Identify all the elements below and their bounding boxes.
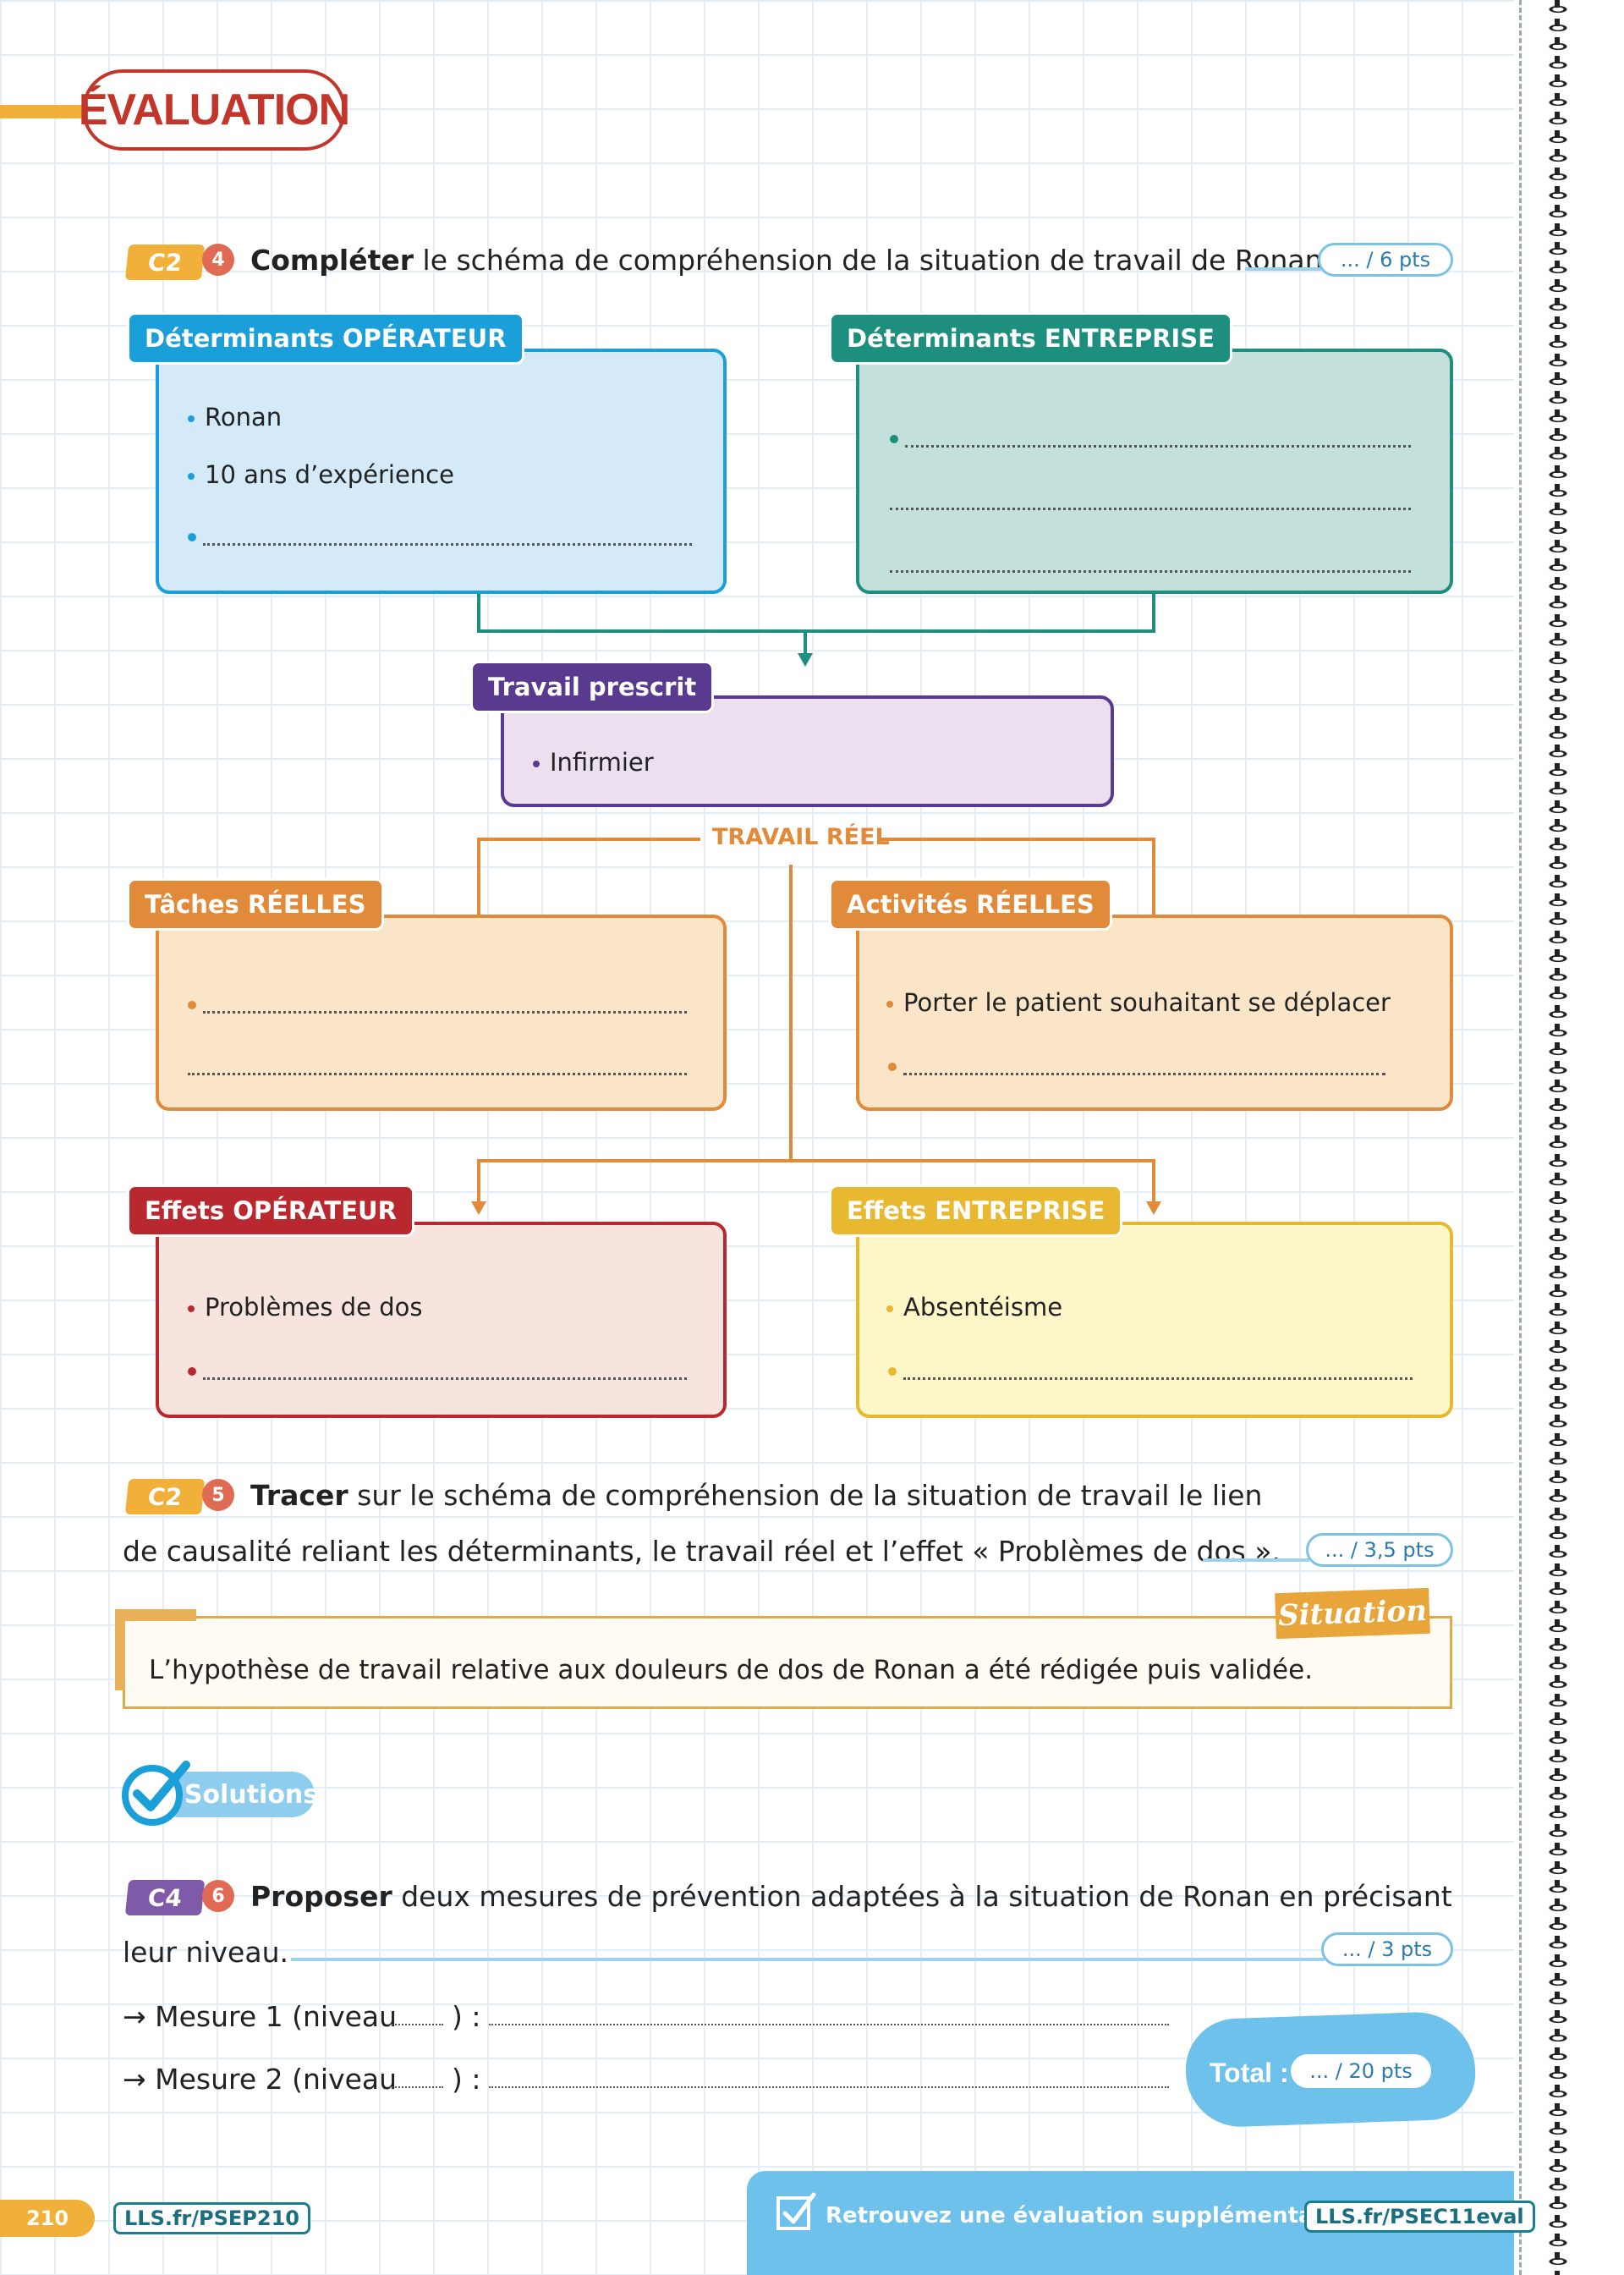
- situation-tag: Situation: [1275, 1587, 1430, 1640]
- skill-badge-q5: C2: [124, 1479, 206, 1514]
- mesure-2-colon: ) :: [452, 2063, 481, 2096]
- det-operateur-item: 10 ans d’expérience: [188, 460, 454, 489]
- total-label: Total :: [1210, 2058, 1289, 2088]
- connector: [1152, 838, 1155, 915]
- points-field-q4[interactable]: ... / 6 pts: [1318, 243, 1453, 277]
- mesure-2-field[interactable]: [489, 2086, 1169, 2088]
- skill-badge-q4: C2: [124, 245, 206, 280]
- situation-text: L’hypothèse de travail relative aux doul…: [149, 1655, 1314, 1685]
- det-entreprise-label: Déterminants ENTREPRISE: [829, 312, 1232, 365]
- points-field-q5[interactable]: ... / 3,5 pts: [1306, 1533, 1453, 1567]
- taches-reelles-label: Tâches RÉELLES: [127, 878, 384, 931]
- det-operateur-item: Ronan: [188, 403, 282, 431]
- answer-line[interactable]: [890, 508, 1411, 510]
- mesure-1-field[interactable]: [489, 2024, 1169, 2025]
- answer-line[interactable]: [905, 445, 1411, 448]
- connector: [477, 838, 700, 841]
- mesure-2-level-field[interactable]: [389, 2086, 443, 2088]
- points-leader-q4: [1245, 267, 1321, 271]
- answer-line[interactable]: [203, 1011, 687, 1014]
- activites-reelles-item: Porter le patient souhaitant se déplacer: [886, 988, 1391, 1017]
- det-entreprise-box: [856, 349, 1453, 594]
- connector: [789, 865, 793, 1161]
- answer-line[interactable]: [188, 1073, 687, 1075]
- effets-entreprise-item: Absentéisme: [886, 1293, 1062, 1322]
- answer-line[interactable]: [203, 1377, 687, 1380]
- lls-link[interactable]: LLS.fr/PSEP210: [113, 2202, 310, 2234]
- effets-operateur-box: [156, 1222, 727, 1418]
- points-field-q6[interactable]: ... / 3 pts: [1321, 1932, 1453, 1966]
- mesure-1-colon: ) :: [452, 2000, 481, 2033]
- connector: [477, 629, 1155, 633]
- mesure-1-label: → Mesure 1 (niveau: [123, 2000, 398, 2033]
- check-icon: [122, 1761, 190, 1826]
- arrow-down-icon: [471, 1201, 486, 1215]
- activites-reelles-box: [856, 915, 1453, 1111]
- page-number: 210: [0, 2200, 95, 2237]
- footer-promo-text: Retrouvez une évaluation supplémentaire …: [826, 2203, 1394, 2228]
- effets-operateur-item: Problèmes de dos: [188, 1293, 422, 1322]
- solutions-button[interactable]: Solutions: [156, 1772, 318, 1817]
- points-leader-q6: [291, 1958, 1325, 1961]
- answer-line[interactable]: [203, 543, 692, 546]
- connector: [477, 1159, 480, 1203]
- perforation-line: [1519, 0, 1522, 2275]
- connector: [1152, 1159, 1155, 1203]
- travail-prescrit-item: Infirmier: [533, 748, 654, 777]
- page-title: ÉVALUATION: [79, 69, 350, 151]
- bullet: [888, 1063, 897, 1071]
- arrow-down-icon: [798, 653, 813, 667]
- travail-prescrit-box: [501, 695, 1114, 807]
- question-text-q4: Compléter le schéma de compréhension de …: [250, 244, 1332, 277]
- question-number-q6: 6: [202, 1880, 234, 1912]
- promo-link[interactable]: LLS.fr/PSEC11eval: [1304, 2201, 1535, 2233]
- question-text-q5-line2: de causalité reliant les déterminants, l…: [123, 1535, 1281, 1568]
- skill-badge-q6: C4: [124, 1880, 206, 1915]
- header-accent-bar: [0, 105, 93, 118]
- answer-line[interactable]: [890, 570, 1411, 573]
- answer-line[interactable]: [903, 1073, 1385, 1075]
- spiral-ring-stems: [1555, 0, 1560, 2275]
- connector: [880, 838, 1155, 841]
- activites-reelles-label: Activités RÉELLES: [829, 878, 1112, 931]
- connector: [1152, 594, 1155, 631]
- effets-operateur-label: Effets OPÉRATEUR: [127, 1184, 414, 1237]
- connector: [477, 838, 480, 915]
- effets-entreprise-box: [856, 1222, 1453, 1418]
- question-text-q5-line1: Tracer sur le schéma de compréhension de…: [250, 1479, 1263, 1512]
- bullet: [188, 1367, 196, 1376]
- situation-box: [123, 1616, 1452, 1709]
- question-text-q6-line2: leur niveau.: [123, 1936, 288, 1969]
- det-operateur-label: Déterminants OPÉRATEUR: [127, 312, 524, 365]
- situation-flag: [115, 1609, 125, 1690]
- bullet: [888, 1367, 897, 1376]
- travail-reel-label: TRAVAIL RÉEL: [712, 824, 890, 850]
- det-operateur-box: [156, 349, 727, 594]
- total-points-field[interactable]: ... / 20 pts: [1291, 2054, 1431, 2088]
- points-leader-q5: [1203, 1558, 1309, 1562]
- question-number-q5: 5: [202, 1479, 234, 1511]
- question-number-q4: 4: [202, 244, 234, 276]
- spiral-rings: [1548, 0, 1582, 2275]
- arrow-down-icon: [1146, 1201, 1161, 1215]
- checkbox-icon: [776, 2192, 816, 2230]
- effets-entreprise-label: Effets ENTREPRISE: [829, 1184, 1123, 1237]
- connector: [477, 594, 480, 631]
- mesure-2-label: → Mesure 2 (niveau: [123, 2063, 398, 2096]
- bullet: [188, 1001, 196, 1009]
- bullet: [188, 533, 196, 541]
- travail-prescrit-label: Travail prescrit: [470, 661, 715, 713]
- connector: [804, 629, 807, 655]
- answer-line[interactable]: [903, 1377, 1413, 1380]
- mesure-1-level-field[interactable]: [389, 2024, 443, 2025]
- connector: [477, 1159, 1155, 1162]
- question-text-q6-line1: Proposer deux mesures de prévention adap…: [250, 1880, 1452, 1913]
- bullet: [890, 435, 898, 443]
- situation-flag: [115, 1609, 196, 1621]
